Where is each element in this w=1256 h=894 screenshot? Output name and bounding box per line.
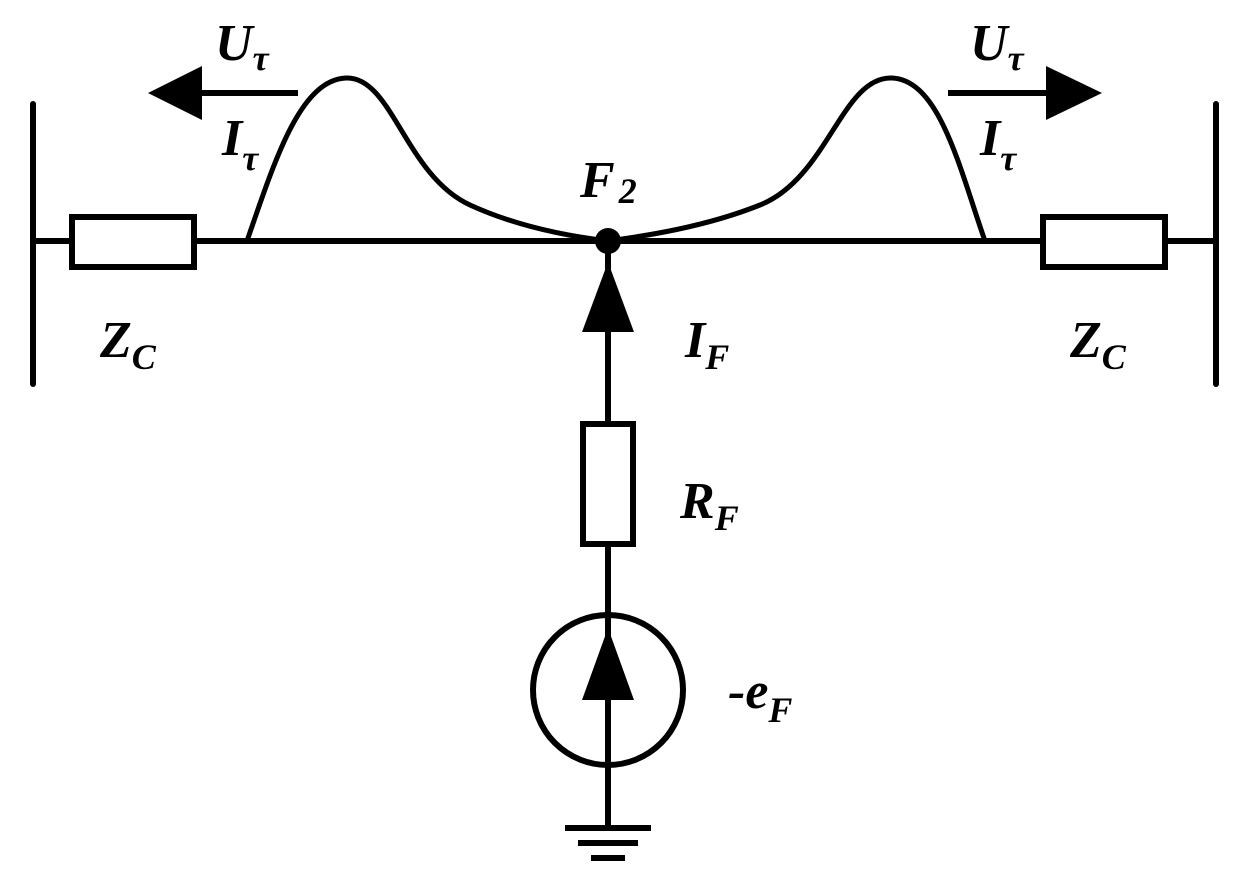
- voltage-wave-label-left: Uτ: [215, 15, 270, 78]
- left-traveling-wave: [244, 75, 609, 244]
- fault-resistance-box: [580, 421, 636, 547]
- fault-resistance-label: RF: [679, 473, 739, 538]
- current-wave-label-left: Iτ: [221, 110, 259, 178]
- right-impedance-box: [1040, 214, 1168, 270]
- impedance-label-left: ZC: [99, 312, 157, 377]
- voltage-wave-label-right: Uτ: [970, 15, 1025, 78]
- fault-current-arrowhead: [582, 262, 634, 332]
- left-impedance-box: [69, 214, 197, 270]
- right-traveling-wave: [607, 75, 988, 244]
- fault-source-arrowhead: [582, 628, 634, 700]
- impedance-label-right: ZC: [1069, 312, 1127, 377]
- current-wave-label-right: Iτ: [979, 110, 1017, 178]
- ground-icon: [565, 825, 651, 861]
- left-arrowhead: [148, 66, 202, 120]
- right-arrowhead: [1046, 66, 1102, 120]
- fault-current-label: IF: [684, 312, 729, 377]
- fault-source-label: -eF: [728, 663, 792, 730]
